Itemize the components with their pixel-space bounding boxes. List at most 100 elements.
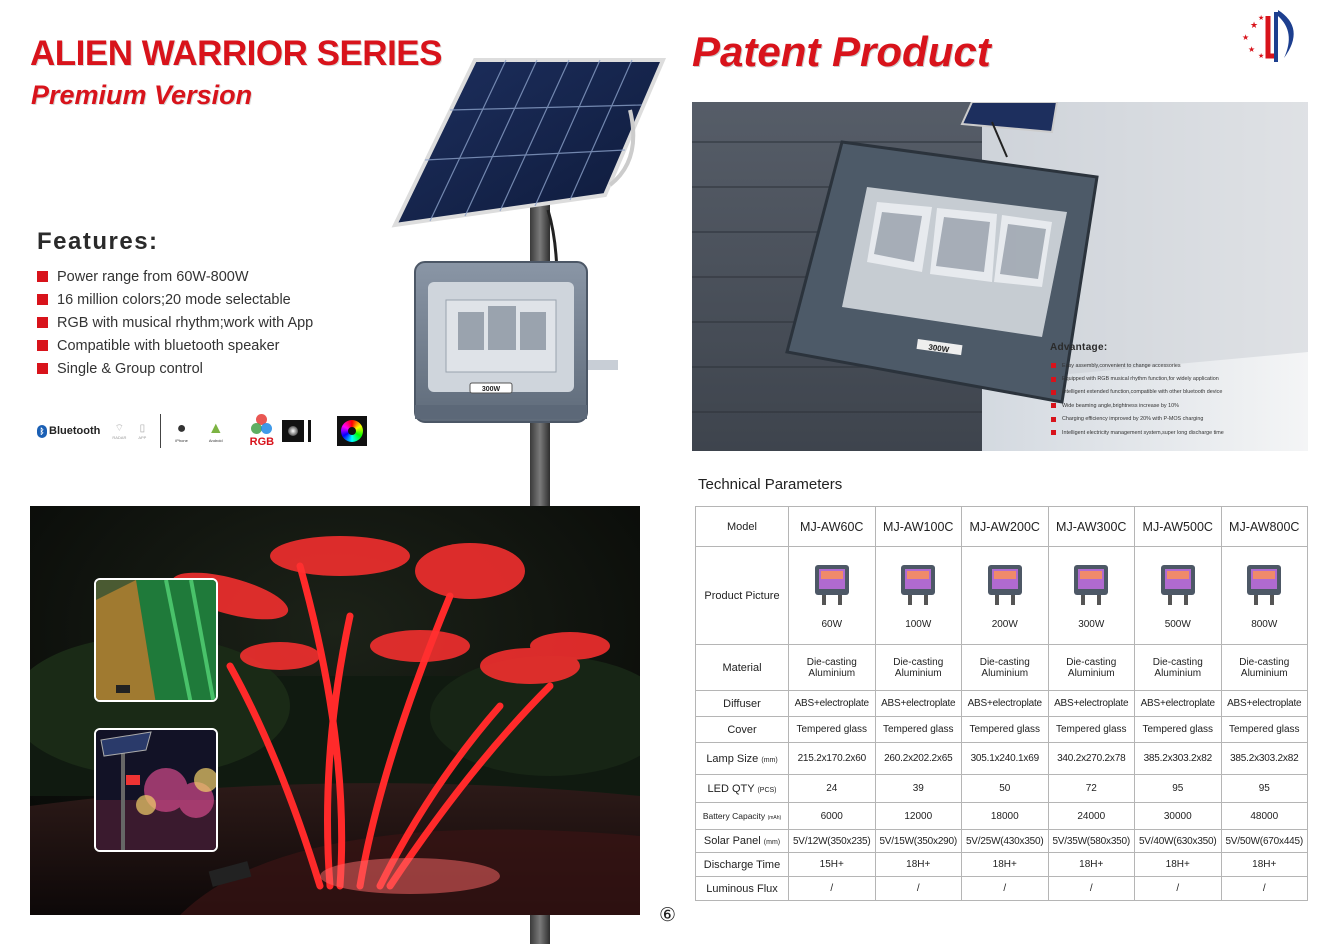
apple-icon: ●iPhone [175, 419, 188, 443]
features-list: Power range from 60W-800W 16 million col… [37, 265, 313, 380]
flux-cell: / [1220, 876, 1308, 901]
company-logo: ★ ★ ★ ★ ★ [1242, 10, 1294, 62]
table-row: Diffuser ABS+electroplate ABS+electropla… [695, 690, 1308, 717]
model-cell: MJ-AW200C [961, 506, 1049, 547]
flux-cell: / [1047, 876, 1135, 901]
cover-cell: Tempered glass [788, 716, 876, 743]
lamp-size-cell: 215.2x170.2x60 [788, 742, 876, 775]
night-application-photo [30, 506, 640, 915]
solar-panel-cell: 5V/50W(670x445) [1220, 829, 1308, 853]
bullet-icon [1051, 403, 1056, 409]
model-cell: MJ-AW100C [874, 506, 962, 547]
divider [160, 414, 162, 448]
row-label: Luminous Flux [695, 876, 789, 901]
lamp-thumbnail-icon [1074, 565, 1109, 605]
feature-item: RGB with musical rhythm;work with App [37, 311, 313, 334]
led-qty-cell: 39 [874, 774, 962, 803]
diffuser-cell: ABS+electroplate [874, 690, 962, 717]
solar-panel-cell: 5V/35W(580x350) [1047, 829, 1135, 853]
row-label: Material [695, 644, 789, 691]
lamp-thumbnail-icon [987, 565, 1022, 605]
feature-item: Single & Group control [37, 357, 313, 380]
lamp-thumbnail-icon [1160, 565, 1195, 605]
advantage-item: Charging efficiency improved by 20% with… [1051, 413, 1224, 426]
picture-cell: 60W [788, 546, 876, 645]
diffuser-cell: ABS+electroplate [1134, 690, 1222, 717]
flux-cell: / [961, 876, 1049, 901]
svg-text:★: ★ [1242, 33, 1249, 42]
series-title: ALIEN WARRIOR SERIES [30, 34, 442, 73]
cover-cell: Tempered glass [874, 716, 962, 743]
series-subtitle: Premium Version [31, 80, 253, 110]
solar-panel-cell: 5V/25W(430x350) [961, 829, 1049, 853]
technical-parameters-table: Model MJ-AW60C MJ-AW100C MJ-AW200C MJ-AW… [695, 506, 1308, 901]
lamp-watt-label: 300W [482, 386, 501, 393]
bullet-icon [37, 317, 48, 328]
solar-panel-cell: 5V/15W(350x290) [874, 829, 962, 853]
row-label: Cover [695, 716, 789, 743]
row-label: LED QTY (PCS) [695, 774, 789, 803]
picture-cell: 800W [1220, 546, 1308, 645]
advantage-heading: Advantage: [1050, 342, 1108, 353]
battery-cell: 6000 [788, 802, 876, 830]
svg-text:★: ★ [1258, 52, 1264, 60]
model-cell: MJ-AW500C [1134, 506, 1222, 547]
picture-cell: 300W [1047, 546, 1135, 645]
flux-cell: / [788, 876, 876, 901]
app-icon: ▯APP [138, 422, 147, 440]
bullet-icon [37, 363, 48, 374]
lamp-thumbnail-icon [1247, 565, 1282, 605]
row-label: Diffuser [695, 690, 789, 717]
discharge-cell: 15H+ [788, 852, 876, 877]
advantage-item: Intelligent extended function,compatible… [1051, 386, 1224, 399]
advantage-item: Wide beaming angle,brightness increase b… [1051, 399, 1224, 412]
row-label: Solar Panel (mm) [695, 829, 789, 853]
features-heading: Features: [37, 228, 159, 255]
discharge-cell: 18H+ [1134, 852, 1222, 877]
solar-panel-cell: 5V/12W(350x235) [788, 829, 876, 853]
model-cell: MJ-AW300C [1047, 506, 1135, 547]
diffuser-cell: ABS+electroplate [1220, 690, 1308, 717]
battery-cell: 12000 [874, 802, 962, 830]
lamp-thumbnail-icon [814, 565, 849, 605]
technical-parameters-heading: Technical Parameters [698, 476, 843, 493]
picture-cell: 200W [961, 546, 1049, 645]
bar-icon [308, 420, 312, 442]
inset-green-building-photo [94, 578, 218, 702]
lamp-size-cell: 305.1x240.1x69 [961, 742, 1049, 775]
table-row: Product Picture 60W 100W 200W 300W 500W … [695, 546, 1308, 645]
lamp-thumbnail-icon [901, 565, 936, 605]
diffuser-cell: ABS+electroplate [961, 690, 1049, 717]
led-qty-cell: 95 [1134, 774, 1222, 803]
model-cell: MJ-AW800C [1220, 506, 1308, 547]
flux-cell: / [874, 876, 962, 901]
led-qty-cell: 72 [1047, 774, 1135, 803]
row-label: Lamp Size (mm) [695, 742, 789, 775]
lamp-size-cell: 260.2x202.2x65 [874, 742, 962, 775]
bullet-icon [1051, 416, 1056, 422]
picture-cell: 100W [874, 546, 962, 645]
android-icon: ▲Android [207, 419, 224, 443]
discharge-cell: 18H+ [1047, 852, 1135, 877]
table-row: Discharge Time 15H+ 18H+ 18H+ 18H+ 18H+ … [695, 852, 1308, 877]
model-cell: MJ-AW60C [788, 506, 876, 547]
feature-item: 16 million colors;20 mode selectable [37, 288, 313, 311]
picture-cell: 500W [1134, 546, 1222, 645]
inset-night-street-photo [94, 728, 218, 852]
table-row: Cover Tempered glass Tempered glass Temp… [695, 716, 1308, 743]
bullet-icon [37, 294, 48, 305]
page-number: ⑥ [659, 905, 677, 926]
diffuser-cell: ABS+electroplate [788, 690, 876, 717]
red-tree-sculpture-image [30, 506, 640, 915]
svg-text:★: ★ [1250, 21, 1258, 31]
row-label: Product Picture [695, 546, 789, 645]
battery-cell: 48000 [1220, 802, 1308, 830]
bullet-icon [37, 271, 48, 282]
feature-item: Power range from 60W-800W [37, 265, 313, 288]
